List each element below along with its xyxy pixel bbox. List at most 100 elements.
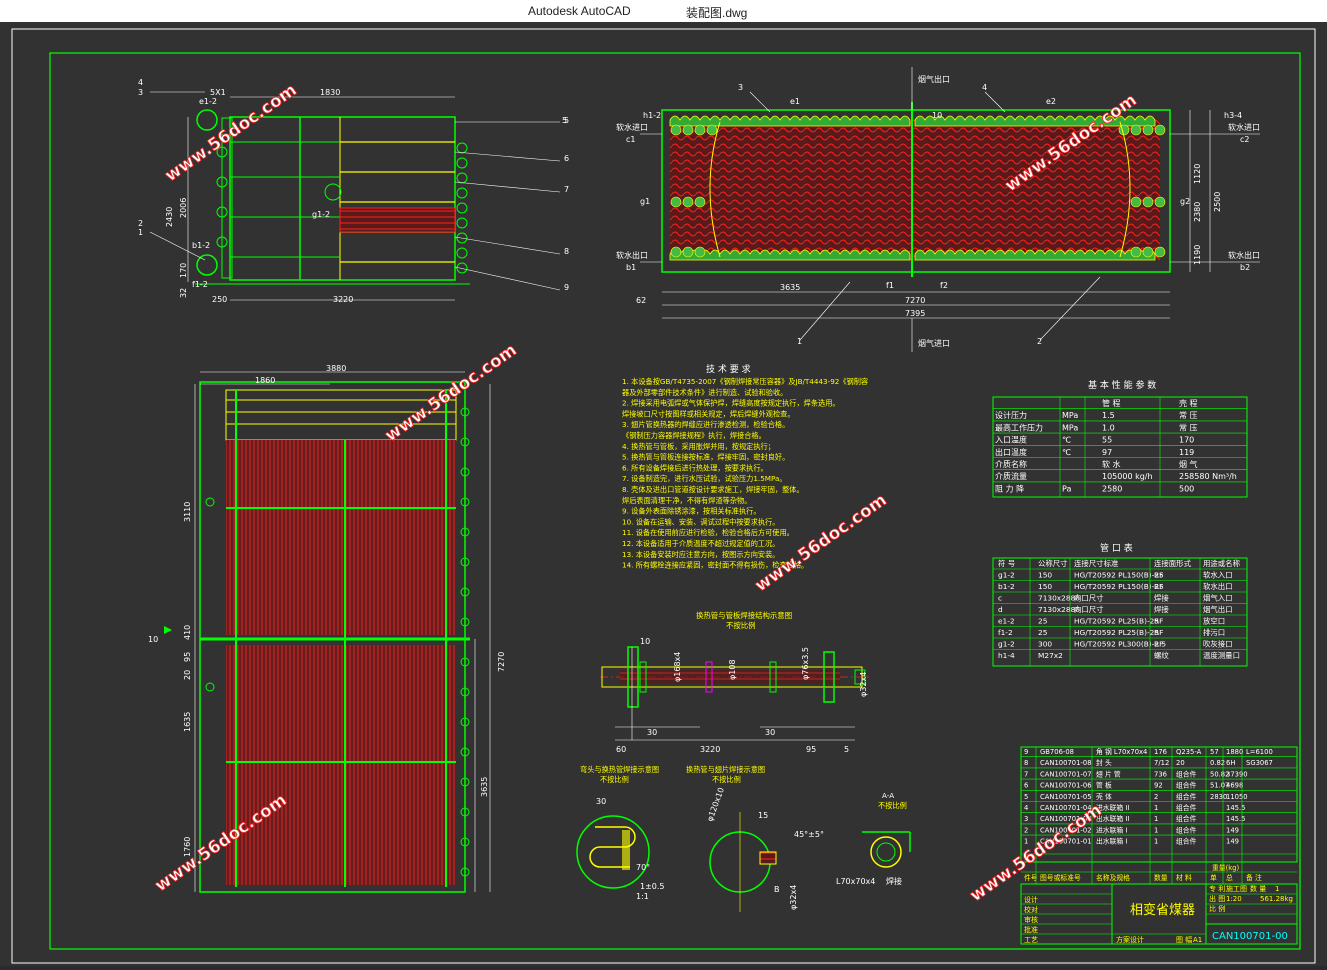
- params-table-cell: 最高工作压力: [995, 422, 1043, 432]
- svg-text:施工图: 施工图: [1226, 884, 1247, 893]
- bom-cell: 2: [1024, 826, 1028, 834]
- svg-text:图 幅: 图 幅: [1176, 935, 1192, 944]
- svg-text:1190: 1190: [1193, 245, 1202, 265]
- svg-text:3: 3: [138, 88, 143, 97]
- bom-cell: 1: [1154, 815, 1158, 823]
- svg-text:1635: 1635: [183, 712, 192, 732]
- tech-requirements-lines: 1. 本设备按GB/T4735-2007《钢制焊接常压容器》及JB/T4443-…: [622, 377, 868, 570]
- tech-requirement-line: 11. 设备在使用前应进行检验，检验合格后方可使用。: [622, 528, 794, 537]
- bom-cell: CAN100701-04: [1040, 804, 1092, 812]
- bom-cell: 50.82: [1210, 770, 1229, 778]
- drawing-canvas[interactable]: 4 3 2 1 5 6 7 8 9 5X1 1830 2430 2006 170…: [0, 22, 1327, 966]
- svg-text:b1: b1: [626, 263, 636, 272]
- bom-cell: 进水联箱 I: [1096, 825, 1127, 834]
- tech-requirement-line: 焊后表面清理干净，不得有焊渣等杂物。: [622, 496, 751, 505]
- svg-text:561.28kg: 561.28kg: [1260, 895, 1293, 903]
- params-table-cell: 壳 程: [1179, 398, 1198, 408]
- bom-cell: CAN100701-03: [1040, 815, 1092, 823]
- svg-text:5: 5: [844, 745, 849, 754]
- small-view-bend: 弯头与换热管焊接示意图 不按比例 30 70° 1±0.5 1:1: [576, 765, 665, 901]
- outer-border: [11, 28, 1316, 964]
- svg-text:φ76x3.5: φ76x3.5: [801, 647, 810, 680]
- params-table-cell: ℃: [1062, 436, 1071, 445]
- bom-cell: 0.82: [1210, 759, 1225, 767]
- svg-text:b2: b2: [1240, 263, 1250, 272]
- tech-requirement-line: 5. 换热管与管板连接按标准，焊接牢固，密封良好。: [622, 453, 789, 462]
- params-table-cell: MPa: [1062, 423, 1078, 432]
- svg-text:烟气出口: 烟气出口: [918, 74, 950, 84]
- nozzle-table-cell: 排污口: [1203, 628, 1225, 637]
- nozzle-table-cell: f1-2: [998, 628, 1013, 637]
- svg-text:2430: 2430: [165, 207, 174, 227]
- svg-text:10: 10: [640, 637, 650, 646]
- nozzle-table-cell: 烟气出口: [1203, 605, 1233, 614]
- svg-text:7: 7: [564, 185, 569, 194]
- tech-requirement-line: 2. 焊接采用电弧焊或气体保护焊，焊缝高度按规定执行，焊条选用。: [622, 399, 840, 408]
- nozzle-table-cell: RF: [1154, 617, 1163, 626]
- params-table-cell: MPa: [1062, 411, 1078, 420]
- params-table-cell: 常 压: [1179, 411, 1198, 420]
- nozzle-table-cell: 用途或名称: [1203, 559, 1241, 568]
- tech-requirement-line: 13. 本设备安装时应注意方向，按图示方向安装。: [622, 550, 779, 559]
- svg-text:1760: 1760: [183, 837, 192, 857]
- bom-cell: L=6100: [1246, 748, 1273, 756]
- svg-text:e1-2: e1-2: [199, 97, 217, 106]
- svg-text:9: 9: [564, 283, 569, 292]
- svg-text:数 量: 数 量: [1250, 884, 1266, 893]
- params-table-cell: 烟 气: [1179, 459, 1198, 469]
- bom-cell: CAN100701-07: [1040, 770, 1092, 778]
- svg-text:4: 4: [138, 78, 143, 87]
- svg-text:e1: e1: [790, 97, 800, 106]
- bom-cell: 20: [1176, 759, 1185, 767]
- svg-text:www.56doc.com: www.56doc.com: [381, 340, 520, 446]
- nozzle-table-cell: 25: [1038, 617, 1048, 626]
- svg-text:比 例: 比 例: [1209, 904, 1225, 913]
- bom-cell: 9: [1024, 748, 1028, 756]
- params-table-cell: 500: [1179, 484, 1194, 493]
- bom-cell: 57: [1210, 748, 1219, 756]
- nozzle-table: 管 口 表: [992, 542, 1248, 667]
- nozzle-table-cell: 内口尺寸: [1074, 605, 1104, 614]
- nozzle-table-cell: 软水入口: [1203, 571, 1233, 580]
- tech-requirement-line: 《钢制压力容器焊接规程》执行，焊接合格。: [622, 431, 766, 440]
- bom-cell: 组合件: [1176, 837, 1197, 846]
- bom-cell: 149: [1226, 826, 1239, 834]
- bom-cell: 145.5: [1226, 815, 1245, 823]
- svg-text:φ120x10: φ120x10: [705, 786, 726, 822]
- bom-cell: 4698: [1226, 782, 1243, 790]
- nozzle-table-cell: RF: [1154, 571, 1163, 580]
- params-table-cell: 2580: [1102, 484, 1122, 493]
- svg-text:7395: 7395: [905, 309, 925, 318]
- params-table-cell: 258580 Nm³/h: [1179, 472, 1237, 481]
- svg-text:c2: c2: [1240, 135, 1250, 144]
- cad-drawing[interactable]: 4 3 2 1 5 6 7 8 9 5X1 1830 2430 2006 170…: [0, 22, 1327, 966]
- nozzle-table-cell: 放空口: [1203, 617, 1225, 626]
- params-table-cell: 管 程: [1102, 398, 1121, 408]
- svg-text:10: 10: [148, 635, 158, 644]
- svg-text:出 图: 出 图: [1209, 894, 1225, 903]
- svg-text:3220: 3220: [700, 745, 720, 754]
- nozzle-table-cell: M27x2: [1038, 651, 1063, 660]
- svg-text:410: 410: [183, 625, 192, 640]
- nozzle-table-cell: 软水出口: [1203, 582, 1233, 591]
- svg-text:62: 62: [636, 296, 646, 305]
- bom-header-cell: 材 料: [1176, 873, 1192, 882]
- nozzle-table-cell: d: [998, 605, 1003, 614]
- small-view-aa: A-A 不按比例 L70x70x4 焊接: [836, 791, 911, 886]
- svg-text:审核: 审核: [1024, 915, 1038, 924]
- svg-text:5X1: 5X1: [210, 88, 226, 97]
- params-table-cell: 介质流量: [995, 471, 1027, 481]
- nozzle-table-cell: RF: [1154, 640, 1163, 649]
- bom-header-cell: 重量(kg): [1212, 864, 1239, 872]
- svg-text:g1: g1: [640, 197, 650, 206]
- bom-cell: 组合件: [1176, 814, 1197, 823]
- nozzle-table-cell: c: [998, 594, 1002, 603]
- nozzle-table-cell: 符 号: [998, 559, 1015, 568]
- params-table-cell: 105000 kg/h: [1102, 472, 1153, 481]
- params-table: 基 本 性 能 参 数: [992, 379, 1248, 498]
- svg-text:f1: f1: [886, 281, 894, 290]
- svg-text:2: 2: [138, 219, 143, 228]
- bom-cell: 6: [1024, 782, 1028, 790]
- bom-cell: 翅 片 管: [1096, 769, 1121, 778]
